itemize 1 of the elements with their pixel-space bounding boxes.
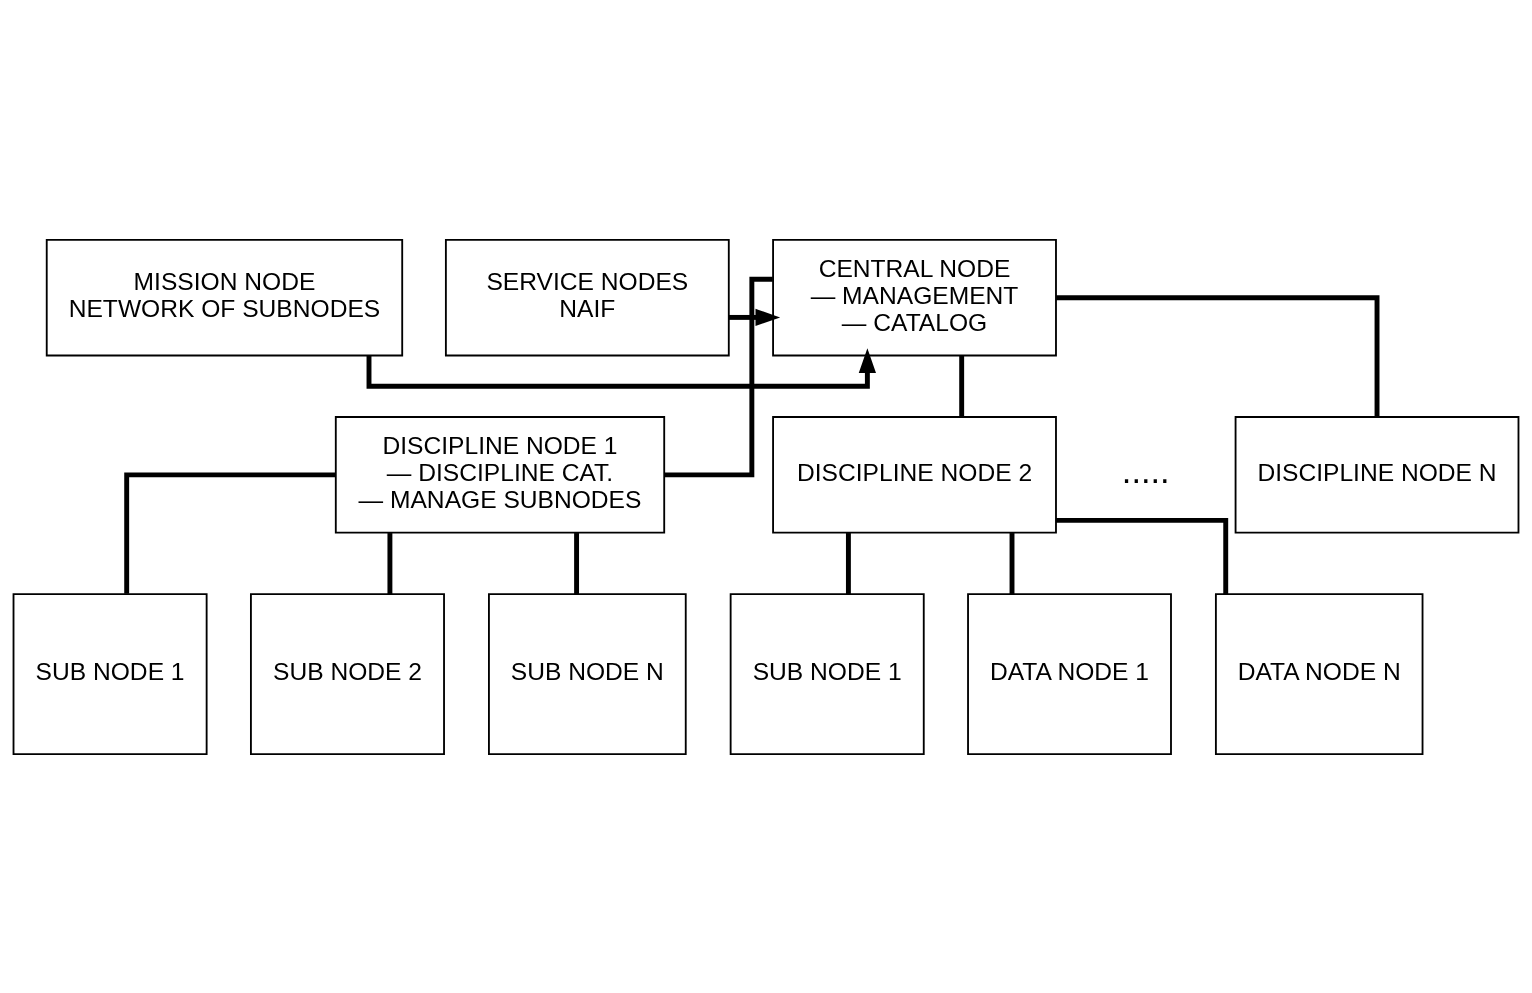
label: ..... [1121,451,1170,490]
